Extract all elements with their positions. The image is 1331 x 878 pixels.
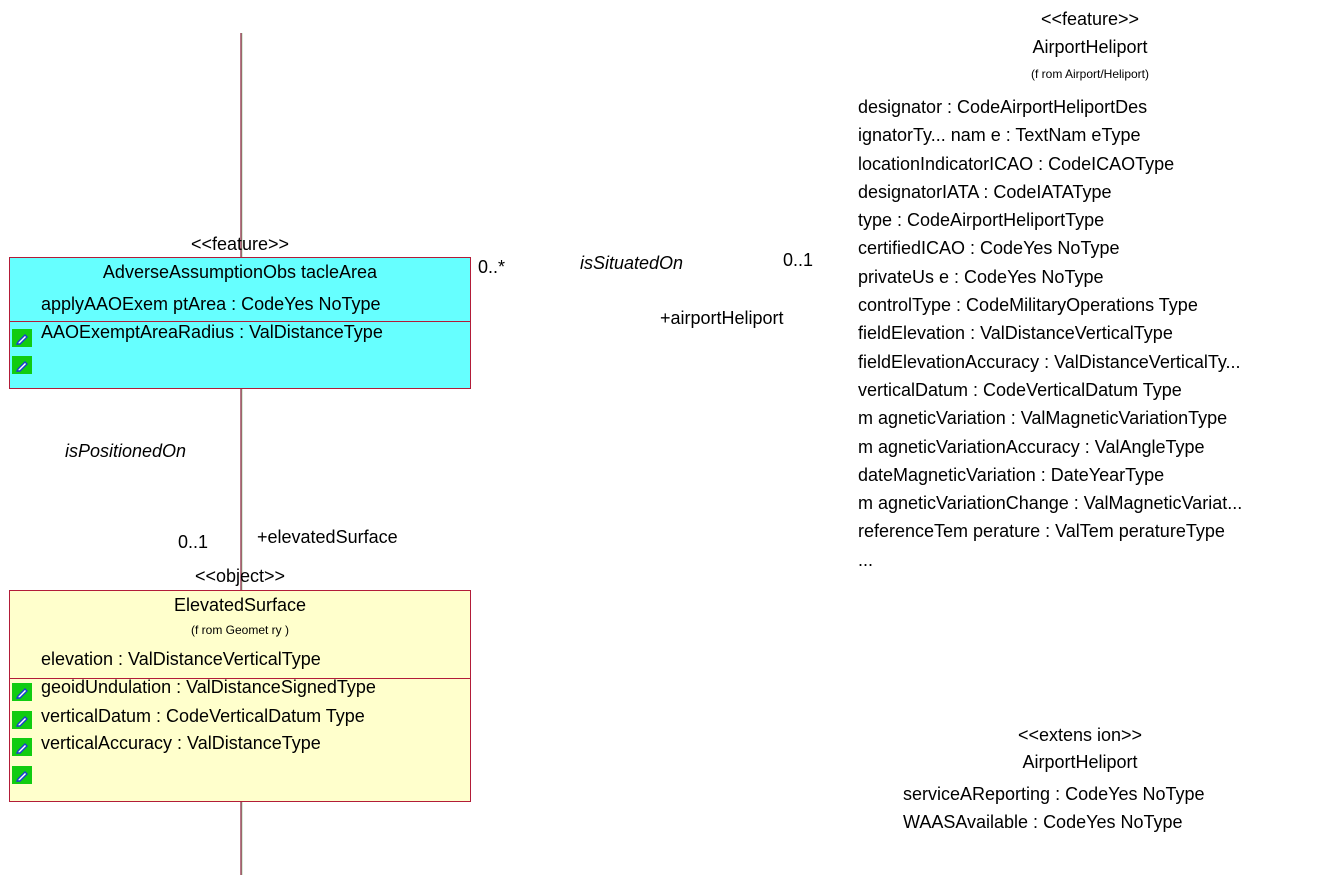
elevated-attr-1: elevation : ValDistanceVerticalType [41, 649, 321, 669]
elevated-attr-2: geoidUndulation : ValDistanceSignedType [41, 677, 376, 697]
airport-attr: dateMagneticVariation : DateYearType [858, 464, 1165, 485]
airport-extension-name[interactable]: AirportHeliport [1022, 752, 1138, 772]
pencil-icon [12, 329, 32, 347]
association-situated-multiplicity: 0..1 [783, 250, 814, 270]
adverse-class-stereotype: <<feature>> [190, 234, 290, 254]
elevated-class-origin: (f rom Geomet ry ) [190, 623, 289, 637]
airport-extension-attr-2: WAASAvailable : CodeYes NoType [903, 812, 1183, 832]
pencil-icon [12, 711, 32, 729]
airport-attr: referenceTem perature : ValTem peratureT… [858, 521, 1225, 542]
adverse-attr-2: AAOExemptAreaRadius : ValDistanceType [41, 322, 383, 342]
elevated-class-box[interactable]: ElevatedSurface (f rom Geomet ry ) eleva… [9, 590, 471, 802]
elevated-class-name: ElevatedSurface [173, 595, 307, 615]
airport-attr: fieldElevationAccuracy : ValDistanceVert… [858, 351, 1241, 372]
association-positioned-name: isPositionedOn [65, 441, 187, 461]
airport-attr: designator : CodeAirportHeliportDes [858, 97, 1148, 117]
airport-feature-stereotype: <<feature>> [1040, 9, 1140, 29]
adverse-class-box[interactable]: AdverseAssumptionObs tacleArea applyAAOE… [9, 257, 471, 389]
airport-feature-name[interactable]: AirportHeliport [1032, 37, 1148, 57]
airport-attr: certifiedICAO : CodeYes NoType [858, 238, 1120, 259]
pencil-icon [12, 683, 32, 701]
airport-feature-origin: (f rom Airport/Heliport) [1030, 67, 1150, 81]
airport-attr: designatorIATA : CodeIATAType [858, 181, 1112, 202]
elevated-attr-3: verticalDatum : CodeVerticalDatum Type [41, 706, 365, 726]
airport-attr: locationIndicatorICAO : CodeICAOType [858, 153, 1175, 174]
airport-attr: controlType : CodeMilitaryOperations Typ… [858, 295, 1198, 316]
association-situated-role: +airportHeliport [660, 308, 784, 328]
pencil-icon [12, 738, 32, 756]
airport-attr: m agneticVariationChange : ValMagneticVa… [858, 493, 1243, 514]
adverse-divider [10, 321, 470, 322]
adverse-attr-1: applyAAOExem ptArea : CodeYes NoType [41, 294, 381, 314]
association-positioned-role: +elevatedSurface [257, 527, 398, 547]
airport-attr: verticalDatum : CodeVerticalDatum Type [858, 379, 1182, 400]
pencil-icon [12, 766, 32, 784]
elevated-attr-4: verticalAccuracy : ValDistanceType [41, 733, 321, 753]
association-situated-name: isSituatedOn [580, 253, 684, 273]
airport-attr: m agneticVariation : ValMagneticVariatio… [858, 408, 1228, 429]
adverse-multiplicity: 0..* [478, 257, 506, 277]
airport-attr: fieldElevation : ValDistanceVerticalType [858, 323, 1173, 344]
association-positioned-multiplicity: 0..1 [178, 532, 209, 552]
airport-attr: ... [858, 549, 874, 570]
elevated-divider [10, 678, 470, 679]
pencil-icon [12, 356, 32, 374]
elevated-class-stereotype: <<object>> [194, 566, 286, 586]
adverse-class-name: AdverseAssumptionObs tacleArea [102, 262, 378, 282]
airport-attr: privateUs e : CodeYes NoType [858, 266, 1104, 287]
airport-attr: m agneticVariationAccuracy : ValAngleTyp… [858, 436, 1205, 457]
airport-attr: ignatorTy... nam e : TextNam eType [858, 125, 1141, 146]
airport-extension-stereotype: <<extens ion>> [1017, 725, 1143, 745]
airport-attr: type : CodeAirportHeliportType [858, 210, 1105, 231]
airport-extension-attr-1: serviceAReporting : CodeYes NoType [903, 784, 1205, 804]
airport-feature-attributes: designator : CodeAirportHeliportDes igna… [858, 93, 1242, 574]
